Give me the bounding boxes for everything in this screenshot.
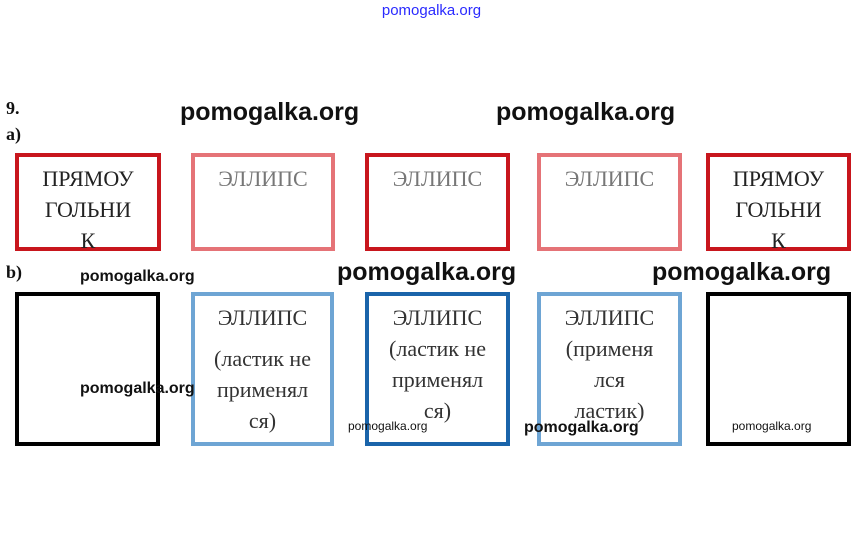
box-text: ПРЯМОУ (732, 166, 825, 191)
box-text: К (80, 228, 96, 253)
watermark: pomogalka.org (337, 258, 517, 286)
box-text: ластик) (574, 398, 645, 423)
shape-box-empty (706, 292, 851, 446)
shape-box-rectangle: ПРЯМОУ ГОЛЬНИ К (706, 153, 851, 253)
box-text: ГОЛЬНИ (44, 197, 132, 222)
watermark: pomogalka.org (524, 419, 639, 436)
box-text: (применя (565, 336, 654, 361)
watermark: pomogalka.org (652, 258, 832, 286)
box-text: ЭЛЛИПС (218, 166, 308, 191)
shape-box-ellipse: ЭЛЛИПС (применя лся ластик) (537, 292, 682, 446)
box-text: применял (216, 377, 309, 402)
box-text: ЭЛЛИПС (564, 166, 655, 191)
part-a-label: а) (6, 124, 21, 144)
box-text: (ластик не (389, 336, 486, 361)
box-text: ЭЛЛИПС (392, 305, 483, 330)
box-text: лся (594, 367, 625, 392)
watermark: pomogalka.org (496, 98, 676, 126)
task-number: 9. (6, 98, 20, 118)
box-text: (ластик не (214, 346, 311, 371)
box-text: ЭЛЛИПС (217, 305, 308, 330)
watermark: pomogalka.org (180, 98, 360, 126)
box-text: ГОЛЬНИ (735, 197, 822, 222)
shape-box-empty (15, 292, 160, 446)
shape-box-ellipse: ЭЛЛИПС (ластик не применял ся) (191, 292, 334, 446)
watermark: pomogalka.org (732, 419, 812, 433)
shape-box-ellipse: ЭЛЛИПС (537, 153, 682, 251)
box-text: ПРЯМОУ (42, 166, 134, 191)
shape-box-rectangle: ПРЯМОУ ГОЛЬНИ К (15, 153, 161, 253)
top-watermark: pomogalka.org (381, 2, 482, 19)
shape-box-ellipse: ЭЛЛИПС (ластик не применял ся) (365, 292, 510, 446)
box-text: применял (391, 367, 484, 392)
part-b-label: b) (6, 262, 23, 282)
box-text: ся) (248, 408, 277, 433)
watermark: pomogalka.org (348, 419, 428, 433)
watermark: pomogalka.org (80, 380, 195, 397)
box-text: ЭЛЛИПС (392, 166, 483, 191)
watermark: pomogalka.org (80, 268, 195, 285)
box-text: ся) (423, 398, 452, 423)
shape-box-ellipse: ЭЛЛИПС (191, 153, 335, 251)
box-text: К (771, 228, 786, 253)
shape-box-ellipse: ЭЛЛИПС (365, 153, 510, 251)
box-text: ЭЛЛИПС (564, 305, 655, 330)
